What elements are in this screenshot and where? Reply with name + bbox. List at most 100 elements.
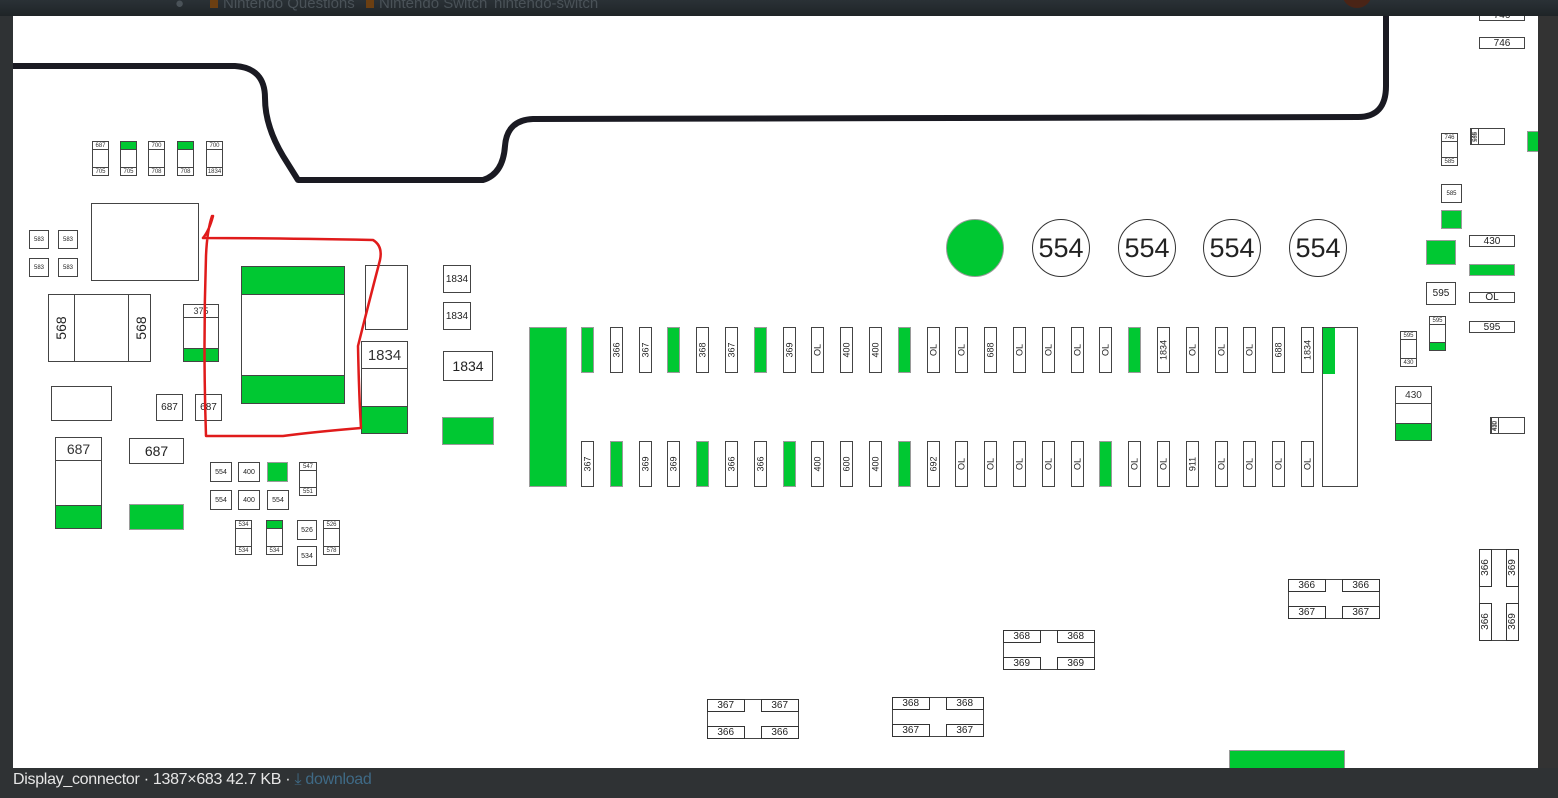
test-pad: 366 xyxy=(1478,548,1492,587)
connector-pin-ground xyxy=(581,327,594,373)
component-label: 1834 xyxy=(445,273,469,285)
connector-pin: 400 xyxy=(840,327,854,373)
connector-pin-ground xyxy=(696,441,710,487)
separator: · xyxy=(285,771,291,788)
component-label: OL xyxy=(1072,457,1083,470)
terminal-left: 430 xyxy=(1491,418,1499,433)
subcategory-label: Nintendo Switch xyxy=(379,0,488,12)
component-label: 595 xyxy=(1483,321,1501,333)
subcategory-link[interactable]: Nintendo Switch xyxy=(366,0,487,12)
connector-pin: OL xyxy=(955,441,969,487)
component-label: 554 xyxy=(215,468,227,476)
browser-header: ● Nintendo Questions Nintendo Switch nin… xyxy=(0,0,1558,16)
terminal-top: 595 xyxy=(1430,317,1445,325)
component-label: 687 xyxy=(144,443,169,459)
two-terminal-part: 1834 xyxy=(361,341,408,434)
terminal-bottom: 1834 xyxy=(207,167,222,175)
test-pad: 367 xyxy=(945,723,984,737)
connector-pin: OL xyxy=(926,327,940,373)
component-body xyxy=(51,386,112,421)
test-pad: 368 xyxy=(1056,629,1095,643)
connector-shield-pad xyxy=(529,327,567,487)
download-icon[interactable]: ⤓ xyxy=(294,771,302,788)
connector-pin: 366 xyxy=(609,327,623,373)
terminal-bottom: 708 xyxy=(178,167,193,175)
connector-pin: OL xyxy=(984,441,998,487)
component-label: OL xyxy=(1485,292,1499,303)
ground-pad xyxy=(362,406,407,433)
connector-pin: OL xyxy=(1128,441,1142,487)
test-pad: 366 xyxy=(1341,578,1380,592)
test-pad: 367 xyxy=(760,698,799,712)
component: 687 xyxy=(129,438,184,464)
component-label: 1834 xyxy=(445,310,469,322)
connector-pin-ground xyxy=(897,441,911,487)
component-label: 568 xyxy=(133,316,149,340)
two-terminal-part: 687 xyxy=(55,437,102,529)
test-point: 554 xyxy=(1032,219,1090,277)
terminal-bottom: 585 xyxy=(1442,157,1457,165)
test-pad-label: 366 xyxy=(1298,579,1316,591)
ground-pad xyxy=(242,375,344,403)
connector-pin: OL xyxy=(1157,441,1170,487)
terminal-top: 700 xyxy=(149,142,164,150)
test-pad-label: 366 xyxy=(717,726,735,738)
connector-pin: 367 xyxy=(638,327,652,373)
test-point: 554 xyxy=(1289,219,1347,277)
tag-link[interactable]: nintendo-switch xyxy=(494,0,599,12)
test-pad: 369 xyxy=(1002,656,1041,670)
image-size: 42.7 KB xyxy=(226,771,282,788)
connector-pin-ground xyxy=(667,327,681,373)
test-pad: 367 xyxy=(1341,605,1380,619)
connector-pin: OL xyxy=(955,327,969,373)
avatar[interactable] xyxy=(1342,0,1372,8)
component-label: 687 xyxy=(161,402,178,413)
test-pad-label: 367 xyxy=(771,699,789,711)
component-body xyxy=(365,265,408,330)
test-pad-label: 368 xyxy=(902,697,920,709)
two-terminal-part: 746 585 xyxy=(1441,133,1458,166)
lightbox-margin xyxy=(1538,16,1558,768)
terminal-right: 585 xyxy=(1471,129,1479,144)
category-link[interactable]: Nintendo Questions xyxy=(210,0,355,12)
component-label: 366 xyxy=(755,456,766,472)
divider xyxy=(74,295,76,361)
component: 687 xyxy=(156,394,183,421)
terminal-top: 534 xyxy=(236,521,251,529)
connector-pin: OL xyxy=(1070,327,1084,373)
test-pad: 368 xyxy=(891,696,930,710)
test-pad: 367 xyxy=(1287,605,1326,619)
test-pad-label: 369 xyxy=(1067,657,1085,669)
component: OL xyxy=(1469,292,1515,303)
connector-pin: 369 xyxy=(782,327,796,373)
terminal-bottom: 578 xyxy=(324,546,339,554)
inductor xyxy=(241,266,345,404)
component: 746 xyxy=(1479,16,1525,21)
terminal-top: 526 xyxy=(324,521,339,529)
test-pad-label: 369 xyxy=(1013,657,1031,669)
divider xyxy=(128,295,130,361)
ground-pad xyxy=(1469,264,1515,276)
terminal-label: 585 xyxy=(1472,131,1479,142)
connector-pin: 400 xyxy=(869,327,882,373)
connector-pin: OL xyxy=(1214,441,1228,487)
connector-pin: OL xyxy=(811,327,825,373)
terminal-top: 746 xyxy=(1442,134,1457,142)
component: 1834 xyxy=(443,351,493,381)
connector-pin-ground xyxy=(753,327,767,373)
ground-pad xyxy=(184,348,218,361)
download-link[interactable]: download xyxy=(305,771,372,788)
component-label: 400 xyxy=(870,342,881,358)
ground-pad xyxy=(56,505,101,528)
ground-pad xyxy=(267,521,282,529)
component-label: 687 xyxy=(200,402,217,413)
connector-pin: OL xyxy=(1243,441,1257,487)
ground-pad xyxy=(121,142,136,150)
connector-pin: 688 xyxy=(984,327,998,373)
two-terminal-part: 534 xyxy=(266,520,283,555)
